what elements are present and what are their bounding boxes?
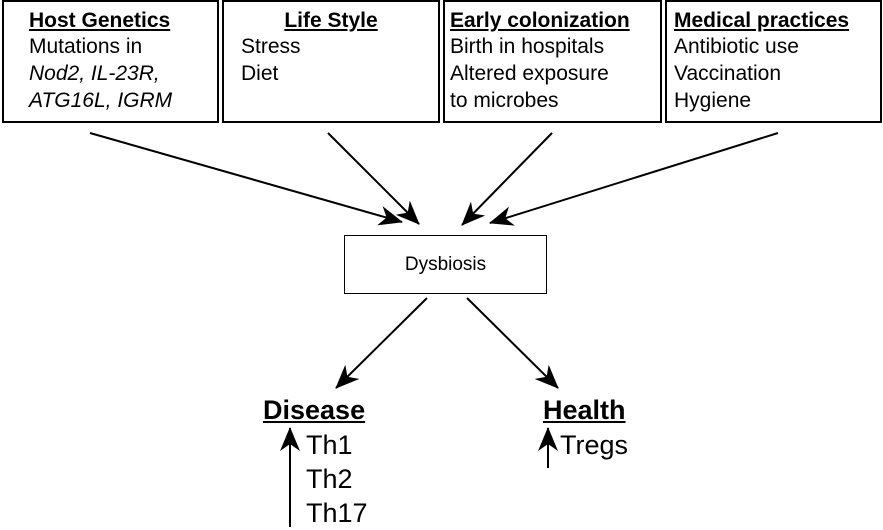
medical-practices-box: Medical practices Antibiotic use Vaccina…	[665, 0, 882, 123]
medical-practices-line: Hygiene	[674, 89, 752, 112]
early-colonization-box: Early colonization Birth in hospitals Al…	[443, 0, 662, 123]
early-colonization-line: to microbes	[450, 89, 559, 112]
medical-practices-title: Medical practices	[674, 9, 850, 32]
host-genetics-line: Nod2, IL-23R,	[29, 62, 160, 85]
medical-practices-line: Antibiotic use	[674, 35, 799, 58]
life-style-line: Stress	[241, 35, 301, 58]
disease-cell-list: Th1 Th2 Th17	[306, 428, 368, 530]
disease-cell: Th1	[306, 430, 353, 460]
early-colonization-line: Altered exposure	[450, 62, 609, 85]
life-style-title: Life Style	[284, 9, 378, 32]
health-title: Health	[543, 395, 626, 425]
disease-cell: Th2	[306, 464, 353, 494]
host-genetics-line: Mutations in	[29, 35, 143, 58]
disease-cell: Th17	[306, 498, 368, 528]
disease-title: Disease	[263, 395, 366, 425]
arrow-colonization-to-dysbiosis	[461, 132, 553, 226]
host-genetics-line: ATG16L, IGRM	[29, 89, 173, 112]
arrow-dysbiosis-to-health	[466, 297, 559, 389]
early-colonization-title: Early colonization	[450, 9, 630, 32]
arrow-dysbiosis-to-disease	[335, 297, 428, 389]
arrow-medical-to-dysbiosis	[489, 132, 779, 226]
life-style-box: Life Style Stress Diet	[222, 0, 440, 123]
life-style-line: Diet	[241, 62, 279, 85]
medical-practices-line: Vaccination	[674, 62, 782, 85]
health-cell: Tregs	[560, 430, 629, 460]
dysbiosis-label: Dysbiosis	[404, 253, 487, 275]
arrow-lifestyle-to-dysbiosis	[327, 132, 420, 225]
health-cell-list: Tregs	[560, 428, 628, 462]
dysbiosis-box: Dysbiosis	[344, 235, 547, 294]
arrow-genetics-to-dysbiosis	[89, 132, 403, 226]
early-colonization-line: Birth in hospitals	[450, 35, 605, 58]
host-genetics-box: Host Genetics Mutations in Nod2, IL-23R,…	[2, 0, 219, 123]
host-genetics-title: Host Genetics	[29, 9, 171, 32]
